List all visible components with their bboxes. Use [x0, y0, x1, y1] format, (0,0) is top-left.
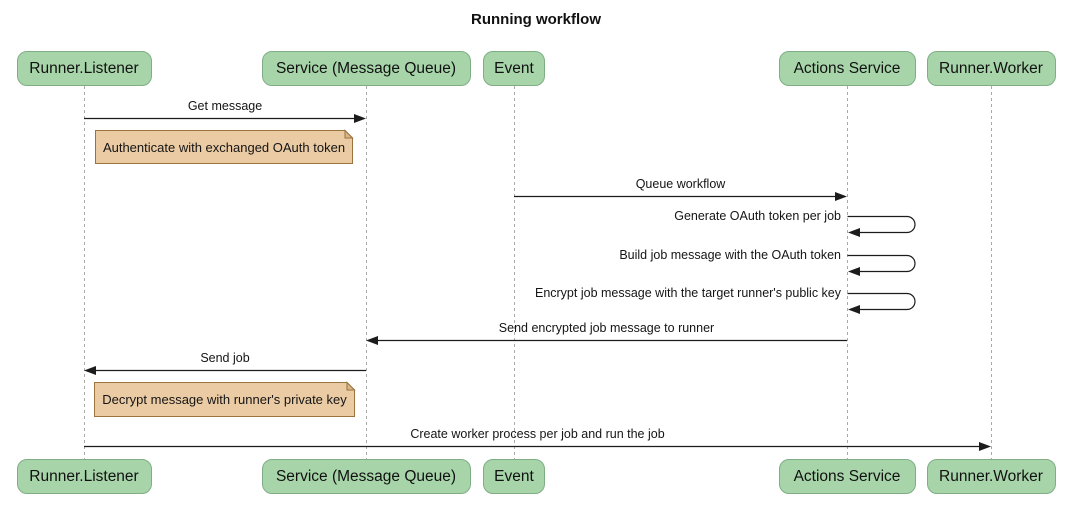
self-message-label: Generate OAuth token per job — [674, 209, 841, 223]
arrow-head — [848, 305, 860, 314]
self-loop — [847, 215, 916, 234]
actor-box: Runner.Listener — [16, 51, 152, 86]
actor-box: Runner.Worker — [926, 459, 1056, 494]
actor-box: Runner.Listener — [16, 459, 152, 494]
arrow-head — [979, 442, 991, 451]
actor-box: Actions Service — [778, 51, 916, 86]
note-fold-icon — [344, 129, 354, 139]
note-label: Authenticate with exchanged OAuth token — [102, 139, 346, 155]
actor-box: Service (Message Queue) — [261, 459, 471, 494]
message-label: Get message — [187, 99, 263, 113]
actor-box: Actions Service — [778, 459, 916, 494]
note-fold-icon — [346, 381, 356, 391]
self-loop — [847, 292, 916, 311]
actor-box: Event — [483, 459, 545, 494]
note-box — [94, 382, 355, 417]
self-message-label: Build job message with the OAuth token — [619, 248, 841, 262]
actor-box: Runner.Worker — [926, 51, 1056, 86]
message-label: Create worker process per job and run th… — [410, 427, 665, 441]
message-label: Queue workflow — [635, 177, 726, 191]
diagram-title: Running workflow — [471, 11, 601, 28]
note-label: Decrypt message with runner's private ke… — [102, 392, 347, 407]
actor-box: Service (Message Queue) — [261, 51, 471, 86]
self-message-label: Encrypt job message with the target runn… — [534, 286, 841, 300]
self-loop — [847, 254, 916, 273]
arrow-head — [835, 192, 847, 201]
message-label: Send encrypted job message to runner — [498, 321, 715, 335]
message-label: Send job — [200, 351, 250, 365]
actor-box: Event — [483, 51, 545, 86]
arrow-head — [848, 267, 860, 276]
arrow-head — [366, 336, 378, 345]
arrow-head — [84, 366, 96, 375]
arrow-head — [848, 228, 860, 237]
note-box — [95, 130, 353, 164]
arrow-head — [354, 114, 366, 123]
